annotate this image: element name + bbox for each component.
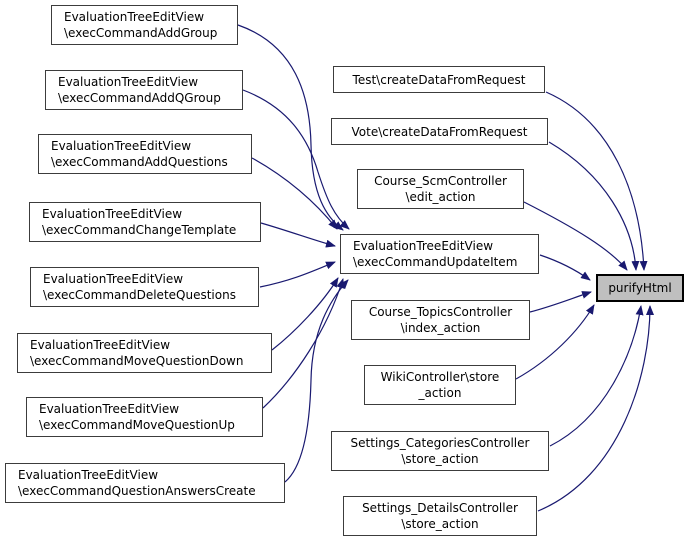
node-course-topics-controller-index-action[interactable]: Course_TopicsController \index_action — [351, 300, 530, 340]
node-settings-details-controller-store-action[interactable]: Settings_DetailsController \store_action — [343, 496, 537, 536]
edge-move-question-up-to-update-item — [262, 278, 345, 409]
node-label: purifyHtml — [608, 281, 672, 295]
node-exec-command-add-group[interactable]: EvaluationTreeEditView \execCommandAddGr… — [51, 5, 238, 45]
node-exec-command-move-question-down[interactable]: EvaluationTreeEditView \execCommandMoveQ… — [17, 333, 272, 373]
node-label: EvaluationTreeEditView \execCommandUpdat… — [353, 239, 518, 269]
edge-vote-create-data-to-purify-html — [548, 141, 640, 271]
node-label: Vote\createDataFromRequest — [351, 124, 528, 139]
node-label: Settings_DetailsController \store_action — [362, 501, 518, 531]
node-settings-categories-controller-store-action[interactable]: Settings_CategoriesController \store_act… — [331, 431, 549, 471]
node-exec-command-update-item[interactable]: EvaluationTreeEditView \execCommandUpdat… — [340, 234, 539, 274]
edge-add-questions-to-update-item — [251, 157, 338, 230]
node-vote-create-data-from-request[interactable]: Vote\createDataFromRequest — [331, 118, 548, 145]
edge-change-template-to-update-item — [260, 222, 336, 248]
edge-move-question-down-to-update-item — [271, 277, 339, 351]
node-label: EvaluationTreeEditView \execCommandAddQu… — [51, 139, 228, 169]
node-label: WikiController\store _action — [380, 370, 500, 400]
edge-add-group-to-update-item — [237, 24, 344, 231]
node-course-scm-controller-edit-action[interactable]: Course_ScmController \edit_action — [357, 169, 524, 209]
node-purify-html[interactable]: purifyHtml — [596, 274, 684, 302]
edge-topics-index-action-to-purify-html — [529, 291, 592, 313]
node-exec-command-change-template[interactable]: EvaluationTreeEditView \execCommandChang… — [29, 202, 261, 242]
node-exec-command-move-question-up[interactable]: EvaluationTreeEditView \execCommandMoveQ… — [26, 397, 263, 437]
node-label: EvaluationTreeEditView \execCommandDelet… — [43, 272, 236, 302]
edge-settings-categories-store-to-purify-html — [549, 305, 644, 447]
node-exec-command-delete-questions[interactable]: EvaluationTreeEditView \execCommandDelet… — [30, 267, 259, 307]
node-label: Test\createDataFromRequest — [352, 72, 526, 87]
edge-scm-edit-action-to-purify-html — [523, 201, 628, 271]
node-label: EvaluationTreeEditView \execCommandChang… — [42, 207, 237, 237]
node-label: EvaluationTreeEditView \execCommandAddQG… — [58, 75, 221, 105]
node-wiki-controller-store-action[interactable]: WikiController\store _action — [364, 365, 516, 405]
node-label: Course_TopicsController \index_action — [368, 305, 513, 335]
edge-add-qgroup-to-update-item — [242, 89, 350, 230]
node-label: EvaluationTreeEditView \execCommandMoveQ… — [30, 338, 244, 368]
node-exec-command-add-questions[interactable]: EvaluationTreeEditView \execCommandAddQu… — [38, 134, 252, 174]
edge-wiki-store-action-to-purify-html — [515, 304, 595, 380]
edge-update-item-to-purify-html — [539, 254, 591, 281]
node-exec-command-question-answers-create[interactable]: EvaluationTreeEditView \execCommandQuest… — [5, 463, 285, 503]
node-label: Settings_CategoriesController \store_act… — [350, 436, 530, 466]
node-label: Course_ScmController \edit_action — [374, 174, 507, 204]
edge-settings-details-store-to-purify-html — [537, 305, 654, 512]
node-test-create-data-from-request[interactable]: Test\createDataFromRequest — [333, 66, 545, 93]
edge-delete-questions-to-update-item — [259, 261, 336, 288]
node-label: EvaluationTreeEditView \execCommandQuest… — [18, 468, 256, 498]
node-exec-command-add-qgroup[interactable]: EvaluationTreeEditView \execCommandAddQG… — [45, 70, 243, 110]
edge-question-answers-create-to-update-item — [284, 279, 349, 483]
node-label: EvaluationTreeEditView \execCommandMoveQ… — [39, 402, 235, 432]
node-label: EvaluationTreeEditView \execCommandAddGr… — [64, 10, 218, 40]
edge-test-create-data-to-purify-html — [545, 91, 648, 271]
